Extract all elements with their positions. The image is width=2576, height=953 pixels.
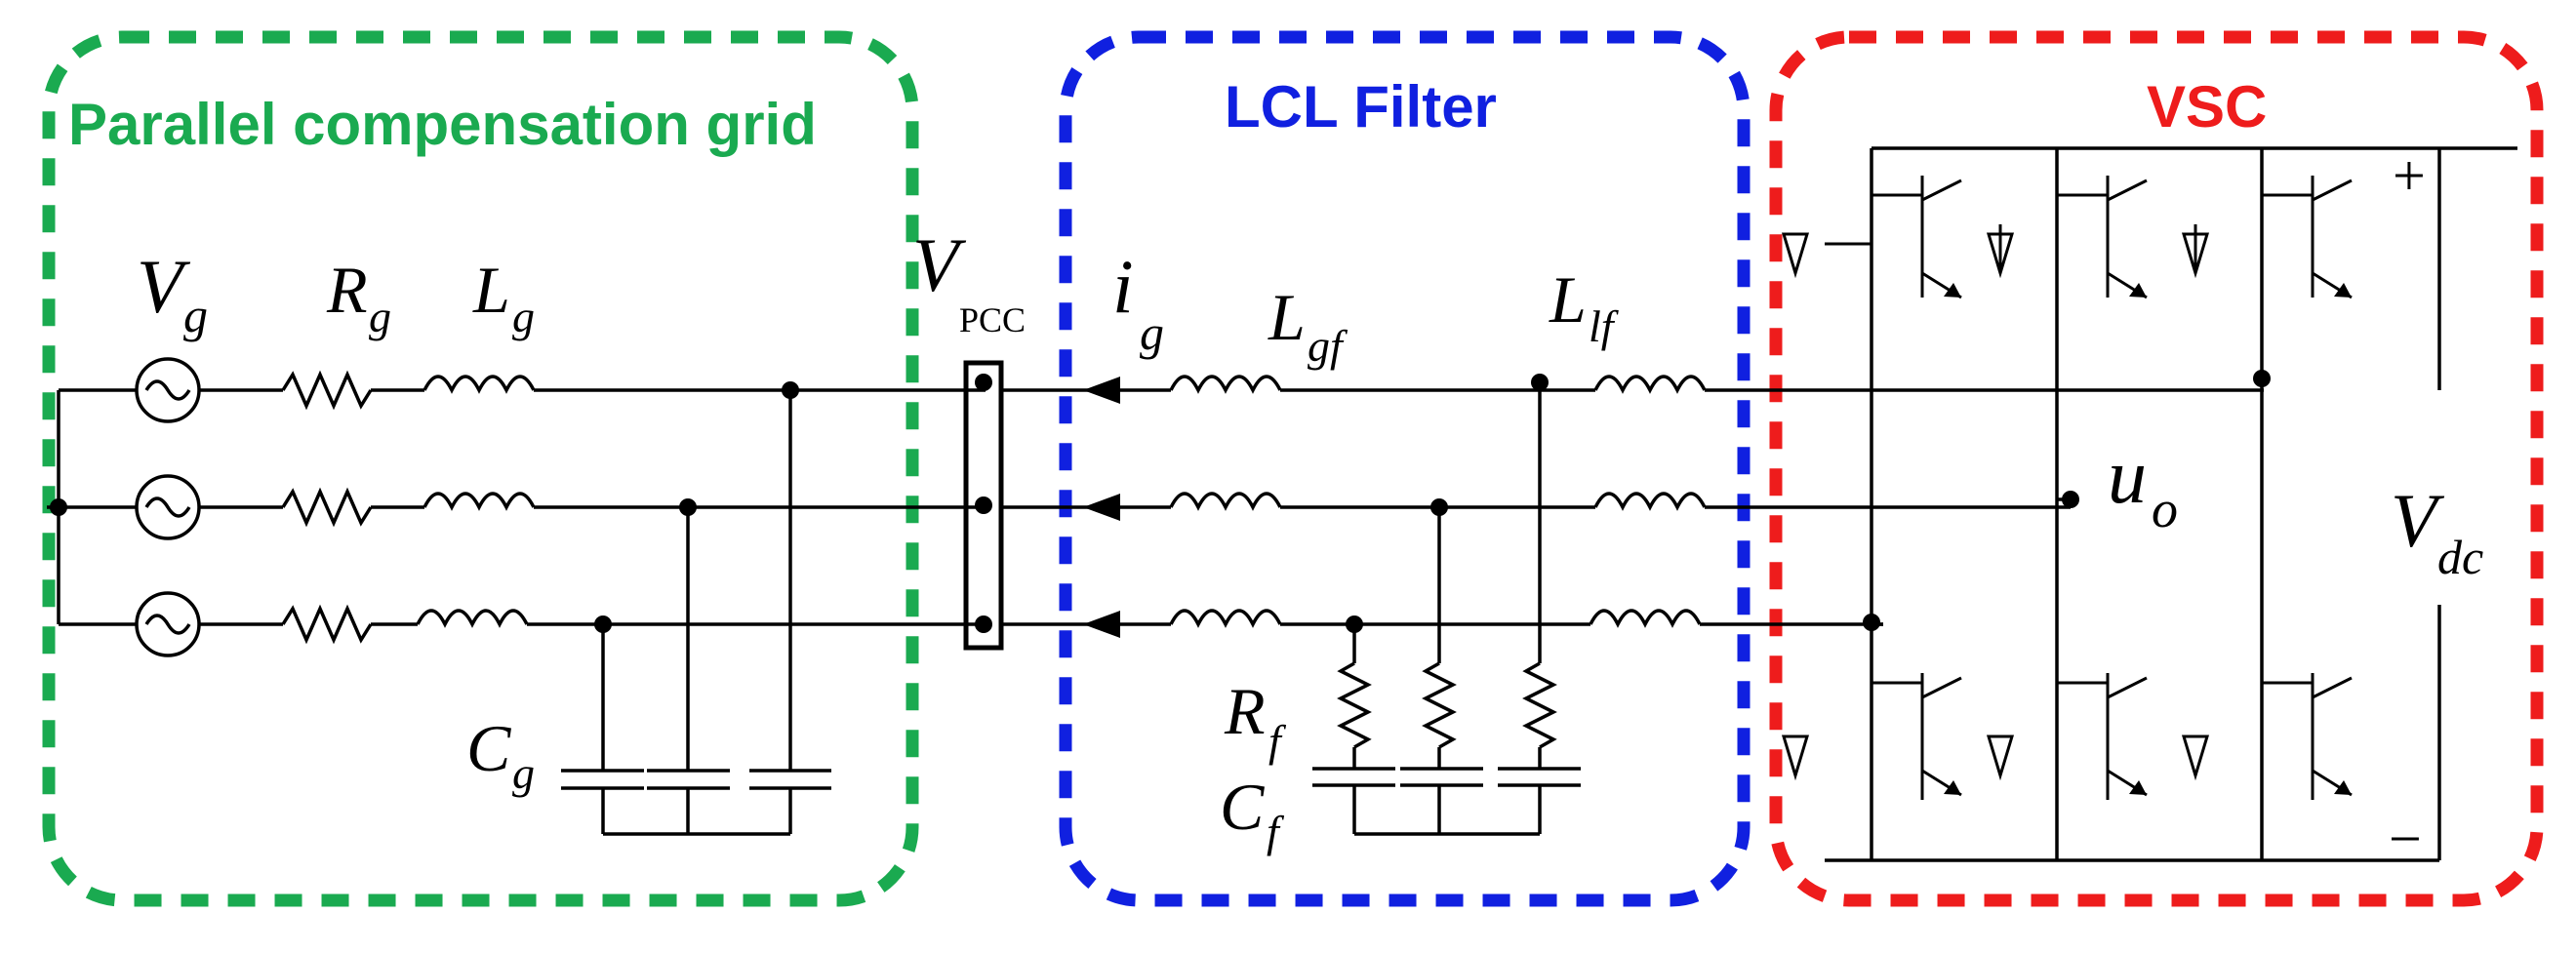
current-arrow-icon <box>1083 611 1120 638</box>
inductor-icon <box>1593 492 1707 511</box>
filter-section-box <box>1059 30 1751 907</box>
svg-text:u: u <box>2108 434 2147 520</box>
svg-text:L: L <box>1549 262 1587 337</box>
label-lgf: L gf <box>1268 280 1348 371</box>
filter-section-title: LCL Filter <box>1225 74 1497 139</box>
filter-phase-a <box>1001 375 2264 404</box>
svg-text:g: g <box>369 292 391 341</box>
svg-text:C: C <box>1220 770 1265 844</box>
label-vpcc: V PCC <box>912 222 1026 339</box>
pcc-box <box>963 360 1004 651</box>
svg-text:g: g <box>512 748 535 798</box>
svg-text:L: L <box>1268 280 1306 354</box>
inductor-icon <box>423 492 536 511</box>
svg-text:f: f <box>1268 716 1287 766</box>
filter-phase-b <box>1001 492 2071 521</box>
label-cf: C f <box>1220 770 1285 856</box>
resistor-icon <box>281 604 373 645</box>
svg-text:lf: lf <box>1589 301 1620 351</box>
dc-plus-sign: + <box>2393 143 2426 208</box>
inductor-icon <box>416 609 529 628</box>
grid-phase-c <box>59 591 986 657</box>
svg-text:dc: dc <box>2437 530 2483 584</box>
vsc-section-box <box>1769 30 2544 907</box>
grid-section-title: Parallel compensation grid <box>68 92 817 157</box>
svg-text:L: L <box>472 253 510 327</box>
current-arrow-icon <box>1083 377 1120 404</box>
label-rf: R f <box>1224 674 1287 766</box>
svg-text:o: o <box>2152 480 2178 538</box>
svg-text:g: g <box>183 288 208 342</box>
svg-text:i: i <box>1112 244 1134 329</box>
current-arrow-icon <box>1083 494 1120 521</box>
svg-text:f: f <box>1267 807 1285 856</box>
vsc-section-title: VSC <box>2147 74 2267 139</box>
svg-text:g: g <box>1140 305 1164 360</box>
svg-text:R: R <box>1224 674 1266 748</box>
label-vg: V g <box>137 244 208 342</box>
igbt-upper-3 <box>2181 176 2353 299</box>
label-lg: L g <box>472 253 535 341</box>
svg-text:gf: gf <box>1308 321 1348 371</box>
resistor-icon <box>1422 661 1457 749</box>
svg-text:V: V <box>2391 478 2445 563</box>
svg-text:C: C <box>466 711 511 785</box>
inductor-icon <box>423 375 536 394</box>
grid-phase-b <box>59 474 986 540</box>
igbt-upper-1 <box>1781 176 1962 299</box>
igbt-lower-2 <box>1986 673 2148 800</box>
inductor-icon <box>1169 609 1282 628</box>
label-cg: C g <box>466 711 535 798</box>
label-rg: R g <box>326 253 391 341</box>
resistor-icon <box>281 370 373 411</box>
svg-text:g: g <box>512 292 535 341</box>
grid-phase-a <box>59 357 986 423</box>
inductor-icon <box>1169 375 1282 394</box>
resistor-icon <box>1337 661 1372 749</box>
resistor-icon <box>281 487 373 528</box>
vsc-bridge <box>1781 146 2517 862</box>
svg-text:V: V <box>137 244 191 329</box>
inductor-icon <box>1589 609 1702 628</box>
svg-text:V: V <box>912 222 967 307</box>
dc-minus-sign: − <box>2389 807 2422 871</box>
grid-capacitor-bank <box>561 381 831 836</box>
label-uo: u o <box>2108 434 2178 538</box>
grid-section-box <box>42 30 919 907</box>
resistor-icon <box>1522 661 1557 749</box>
inductor-icon <box>1593 375 1707 394</box>
label-ig: i g <box>1112 244 1164 360</box>
label-llf: L lf <box>1549 262 1620 351</box>
igbt-upper-2 <box>1986 176 2148 299</box>
svg-text:PCC: PCC <box>959 300 1026 339</box>
inductor-icon <box>1169 492 1282 511</box>
igbt-lower-1 <box>1781 673 1962 800</box>
label-vdc: V dc <box>2391 478 2483 584</box>
igbt-lower-3 <box>2181 673 2353 800</box>
filter-rc-bank <box>1312 374 1581 836</box>
filter-phase-c <box>1001 609 1883 638</box>
svg-text:R: R <box>326 253 368 327</box>
